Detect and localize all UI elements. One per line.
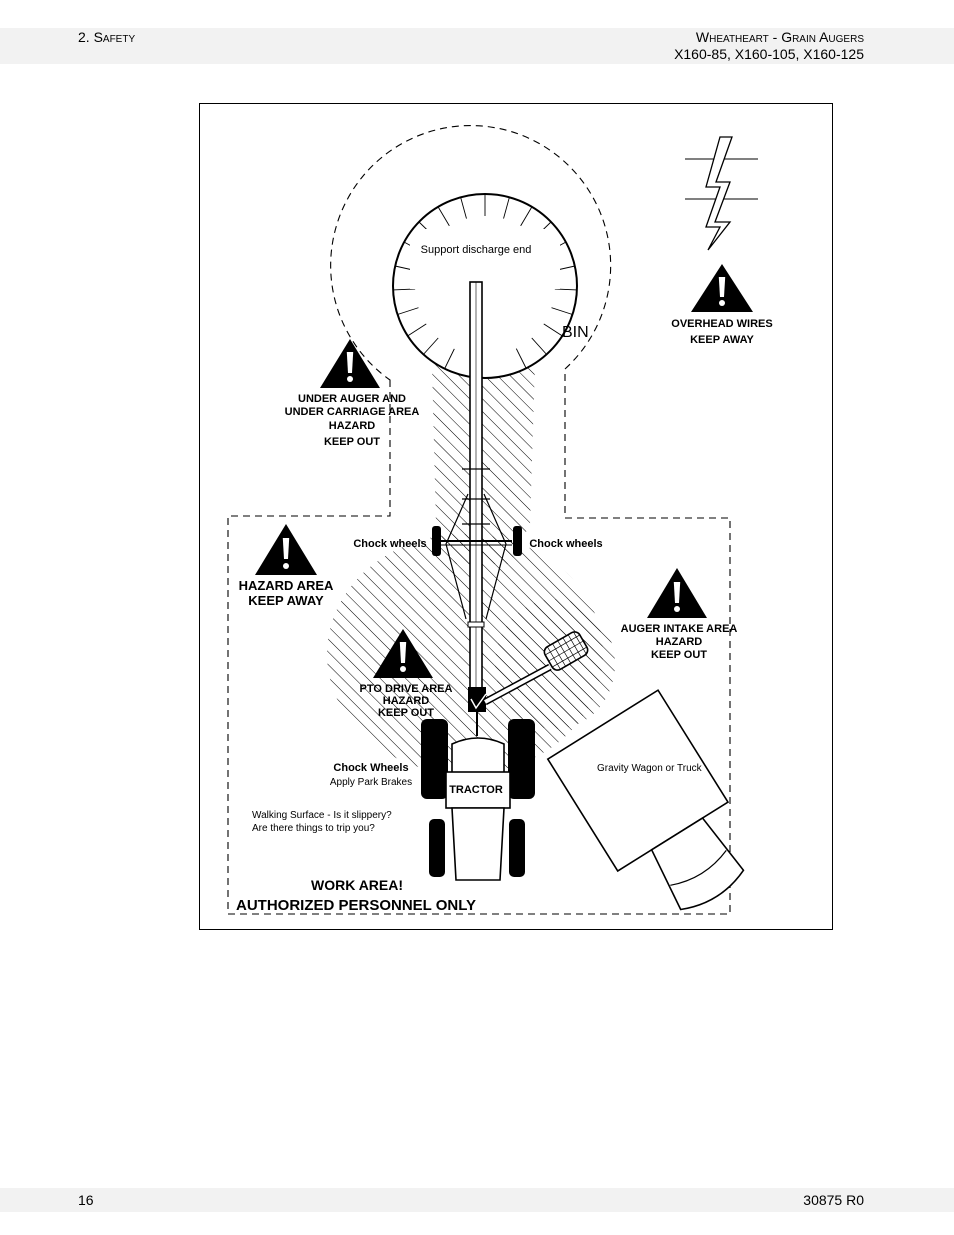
chock-wheel-left [432,526,441,556]
work-area-boundary [227,125,731,915]
warning-triangle-intake [647,568,707,618]
chock-brakes-label-1: Chock Wheels [333,762,408,774]
gravity-wagon [546,689,745,911]
section-title: 2. Safety [78,29,136,45]
page-number: 16 [78,1192,94,1208]
under-label-3: HAZARD [329,420,375,432]
warning-triangle-hazard-area [255,524,317,575]
under-label-2: UNDER CARRIAGE AREA [285,406,420,418]
hazard-area-label-1: HAZARD AREA [239,578,334,593]
page-footer [0,1188,954,1212]
authorized-personnel-label: AUTHORIZED PERSONNEL ONLY [236,897,476,914]
pto-label-1: PTO DRIVE AREA [360,683,453,695]
intake-label-3: KEEP OUT [651,649,707,661]
intake-label-1: AUGER INTAKE AREA [621,623,738,635]
walking-surface-label-2: Are there things to trip you? [252,823,375,834]
under-label-1: UNDER AUGER AND [298,393,406,405]
warning-triangle-overhead [691,264,753,312]
overhead-label-2: KEEP AWAY [690,334,754,346]
chock-brakes-label-2: Apply Park Brakes [330,777,412,788]
under-label-4: KEEP OUT [324,436,380,448]
support-discharge-label: Support discharge end [421,244,532,256]
hazard-area-label-2: KEEP AWAY [248,593,324,608]
work-area-label: WORK AREA! [311,877,403,893]
pto-label-2: HAZARD [383,695,429,707]
chock-right-label: Chock wheels [529,538,602,550]
hatch-under-auger [432,364,535,564]
model-list: X160-85, X160-105, X160-125 [674,46,864,62]
walking-surface-label-1: Walking Surface - Is it slippery? [252,810,392,821]
safety-work-area-diagram: Support discharge end BIN [199,103,833,930]
auger [440,281,512,703]
bin-label: BIN [562,324,589,341]
wagon-label: Gravity Wagon or Truck [597,763,703,774]
chock-wheel-right [513,526,522,556]
pto-label-3: KEEP OUT [378,707,434,719]
bin [393,194,577,378]
overhead-label-1: OVERHEAD WIRES [671,318,772,330]
document-code: 30875 R0 [803,1192,864,1208]
chock-left-label: Chock wheels [353,538,426,550]
warning-triangle-under-auger [320,339,380,388]
intake-hopper [543,631,589,671]
pto-gearbox [468,687,486,712]
overhead-wires [685,136,758,251]
intake-label-2: HAZARD [656,636,702,648]
warning-triangle-pto [373,629,433,678]
product-title: Wheatheart - Grain Augers [695,29,864,45]
tractor-label: TRACTOR [449,784,503,796]
page-header [0,28,954,64]
tractor: TRACTOR [421,719,535,881]
